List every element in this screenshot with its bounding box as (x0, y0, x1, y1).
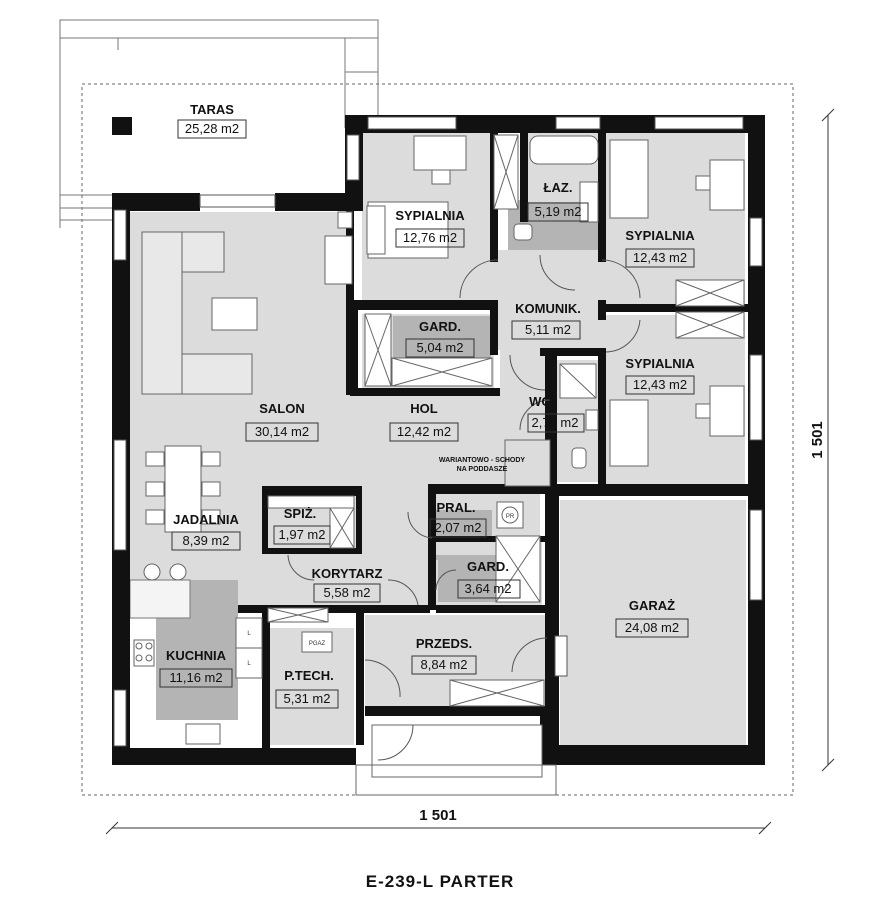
room-komunikacja-area: 5,11 m2 (525, 322, 571, 337)
room-przedsionek-area: 8,84 m2 (421, 657, 468, 672)
room-wc-area: 2,79 m2 (532, 415, 579, 430)
room-ptech-name: P.TECH. (284, 668, 334, 683)
room-garaz-name: GARAŻ (629, 598, 675, 613)
dimension-bottom (105, 821, 772, 835)
room-garderoba2-area: 3,64 m2 (465, 581, 512, 596)
dimension-height-label: 1 501 (809, 421, 826, 459)
room-sypialnia2-area: 12,43 m2 (633, 250, 687, 265)
room-jadalnia-area: 8,39 m2 (183, 533, 230, 548)
room-garderoba1-name: GARD. (419, 319, 461, 334)
room-garderoba2-name: GARD. (467, 559, 509, 574)
pgaz-label: PGAZ (309, 641, 326, 647)
room-kuchnia-area: 11,16 m2 (169, 670, 222, 685)
room-sypialnia3-area: 12,43 m2 (633, 377, 687, 392)
windows (113, 116, 763, 747)
fridge-label-1: L (247, 631, 251, 637)
room-sypialnia1-name: SYPIALNIA (395, 208, 465, 223)
room-ptech-area: 5,31 m2 (284, 691, 331, 706)
room-salon-name: SALON (259, 401, 305, 416)
stairs-note-line2: NA PODDASZE (457, 466, 508, 473)
dimension-right (821, 108, 835, 772)
room-pralnia-name: PRAL. (437, 500, 476, 515)
room-lazienka-area: 5,19 m2 (535, 204, 582, 219)
room-hol-area: 12,42 m2 (397, 424, 451, 439)
room-spizarnia-area: 1,97 m2 (279, 527, 326, 542)
terrace-pergola (59, 19, 379, 228)
room-taras-area: 25,28 m2 (185, 121, 239, 136)
room-korytarz-name: KORYTARZ (312, 566, 383, 581)
room-pralnia-area: 2,07 m2 (435, 520, 482, 535)
room-salon-area: 30,14 m2 (255, 424, 309, 439)
room-kuchnia-name: KUCHNIA (166, 648, 227, 663)
room-garderoba1-area: 5,04 m2 (417, 340, 464, 355)
room-komunikacja-name: KOMUNIK. (515, 301, 581, 316)
door-swings (287, 254, 641, 761)
area-boxes (159, 119, 695, 709)
furniture (112, 117, 745, 796)
room-wc-name: WC (529, 394, 551, 409)
room-hol-name: HOL (410, 401, 438, 416)
room-sypialnia3-name: SYPIALNIA (625, 356, 695, 371)
room-przedsionek-name: PRZEDS. (416, 636, 472, 651)
room-korytarz-area: 5,58 m2 (324, 585, 371, 600)
room-labels: TARAS 25,28 m2 SYPIALNIA 12,76 m2 ŁAZ. 5… (166, 102, 695, 706)
stairs-note-line1: WARIANTOWO - SCHODY (439, 457, 526, 464)
room-spizarnia-name: SPIŻ. (284, 506, 317, 521)
room-sypialnia1-area: 12,76 m2 (403, 230, 457, 245)
dimension-width-label: 1 501 (419, 807, 457, 824)
room-garaz-area: 24,08 m2 (625, 620, 679, 635)
fridge-label-2: L (247, 661, 251, 667)
room-taras-name: TARAS (190, 102, 234, 117)
plan-title: E-239-L PARTER (366, 872, 514, 891)
room-jadalnia-name: JADALNIA (173, 512, 239, 527)
room-lazienka-name: ŁAZ. (544, 180, 573, 195)
room-sypialnia2-name: SYPIALNIA (625, 228, 695, 243)
washer-label: PR (506, 514, 515, 520)
